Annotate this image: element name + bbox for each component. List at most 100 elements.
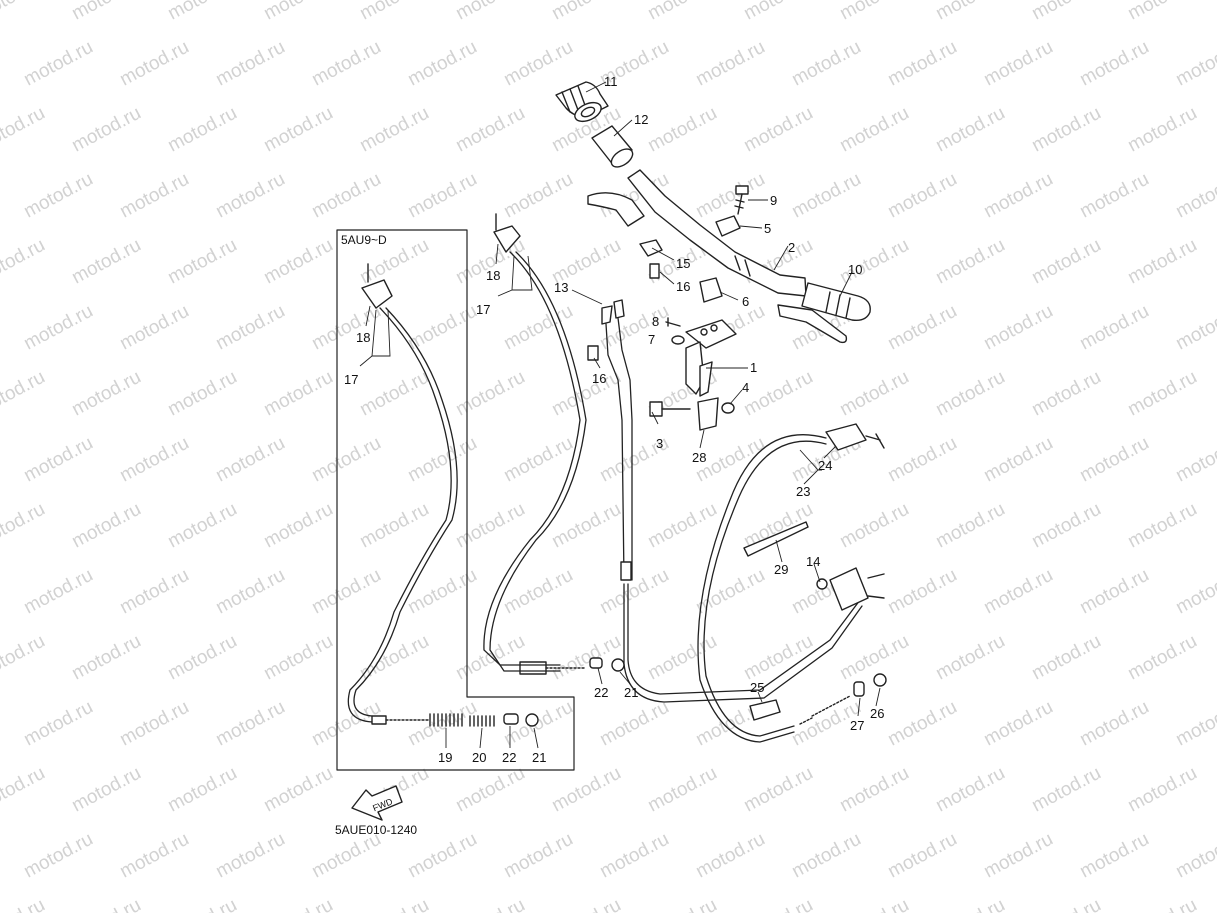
watermark-text: motod.ru [0, 0, 49, 24]
watermark-text: motod.ru [164, 367, 240, 421]
watermark-text: motod.ru [116, 565, 192, 619]
callout-23: 23 [796, 484, 810, 499]
watermark-text: motod.ru [836, 895, 912, 913]
watermark-text: motod.ru [980, 301, 1056, 355]
watermark-text: motod.ru [548, 763, 624, 817]
watermark-text: motod.ru [116, 169, 192, 223]
nut-21 [611, 658, 625, 672]
watermark-text: motod.ru [20, 697, 96, 751]
watermark-text: motod.ru [260, 367, 336, 421]
watermark-text: motod.ru [356, 367, 432, 421]
watermark-text: motod.ru [260, 631, 336, 685]
throttle-cables-13 [601, 299, 863, 703]
watermark-text: motod.ru [452, 103, 528, 157]
watermark-text: motod.ru [500, 301, 576, 355]
callout-17-main: 17 [476, 302, 490, 317]
watermark-text: motod.ru [788, 37, 864, 91]
watermark-text: motod.ru [1124, 631, 1200, 685]
watermark-text: motod.ru [932, 499, 1008, 553]
callout-8: 8 [652, 314, 659, 329]
watermark-text: motod.ru [932, 0, 1008, 24]
callout-14: 14 [806, 554, 820, 569]
bracket-1 [685, 319, 737, 397]
watermark-text: motod.ru [1076, 433, 1152, 487]
watermark-text: motod.ru [0, 433, 1, 487]
callout-20: 20 [472, 750, 486, 765]
watermark-text: motod.ru [1028, 367, 1104, 421]
watermark-text: motod.ru [1076, 301, 1152, 355]
watermark-text: motod.ru [356, 0, 432, 24]
watermark-text: motod.ru [980, 169, 1056, 223]
watermark-text: motod.ru [260, 895, 336, 913]
watermark-text: motod.ru [0, 499, 49, 553]
watermark-text: motod.ru [932, 103, 1008, 157]
watermark-text: motod.ru [0, 169, 1, 223]
clip-25 [749, 699, 781, 721]
pin-22-variant [503, 713, 519, 725]
pin-27 [853, 681, 865, 697]
spring-20 [469, 715, 495, 727]
watermark-text: motod.ru [1172, 829, 1217, 883]
callout-2: 2 [788, 240, 795, 255]
watermark-text: motod.ru [1124, 763, 1200, 817]
clamp-15 [639, 239, 663, 257]
watermark-text: motod.ru [0, 367, 49, 421]
watermark-text: motod.ru [1028, 103, 1104, 157]
watermark-text: motod.ru [164, 763, 240, 817]
bolt-16-upper [649, 263, 660, 279]
watermark-text: motod.ru [20, 301, 96, 355]
watermark-text: motod.ru [68, 103, 144, 157]
watermark-text: motod.ru [68, 499, 144, 553]
watermark-text: motod.ru [1172, 433, 1217, 487]
watermark-text: motod.ru [740, 103, 816, 157]
watermark-text: motod.ru [1028, 0, 1104, 24]
watermark-text: motod.ru [596, 565, 672, 619]
watermark-text: motod.ru [644, 103, 720, 157]
watermark-text: motod.ru [116, 301, 192, 355]
watermark-text: motod.ru [596, 697, 672, 751]
handlebar-assembly [555, 81, 871, 431]
watermark-text: motod.ru [212, 301, 288, 355]
watermark-text: motod.ru [0, 697, 1, 751]
callout-18-variant: 18 [356, 330, 370, 345]
watermark-text: motod.ru [884, 697, 960, 751]
watermark-text: motod.ru [1076, 37, 1152, 91]
watermark-text: motod.ru [164, 895, 240, 913]
watermark-text: motod.ru [884, 301, 960, 355]
throttle-grip-11 [555, 81, 609, 123]
callout-9: 9 [770, 193, 777, 208]
watermark-text: motod.ru [1124, 0, 1200, 24]
brake-lever-left [587, 192, 645, 227]
callout-4: 4 [742, 380, 749, 395]
watermark-text: motod.ru [260, 499, 336, 553]
callout-29: 29 [774, 562, 788, 577]
watermark-text: motod.ru [212, 565, 288, 619]
watermark-text: motod.ru [932, 631, 1008, 685]
watermark-text: motod.ru [164, 499, 240, 553]
cable-tie-29 [743, 521, 809, 557]
watermark-text: motod.ru [260, 235, 336, 289]
watermark-text: motod.ru [500, 37, 576, 91]
callout-22-variant: 22 [502, 750, 516, 765]
watermark-text: motod.ru [356, 103, 432, 157]
callouts: 11 12 9 5 2 10 15 16 6 13 8 7 16 1 4 3 2… [344, 74, 884, 765]
watermark-text: motod.ru [308, 169, 384, 223]
callout-5: 5 [764, 221, 771, 236]
watermark-text: motod.ru [1172, 37, 1217, 91]
watermark-text: motod.ru [644, 763, 720, 817]
watermark-text: motod.ru [260, 763, 336, 817]
watermark-text: motod.ru [20, 565, 96, 619]
watermark-text: motod.ru [932, 235, 1008, 289]
watermark-text: motod.ru [788, 829, 864, 883]
watermark-text: motod.ru [68, 235, 144, 289]
bolt-3 [649, 401, 691, 417]
watermark-text: motod.ru [836, 367, 912, 421]
bolt-16-lower [587, 345, 599, 361]
watermark-text: motod.ru [740, 895, 816, 913]
watermark-text: motod.ru [740, 763, 816, 817]
variant-box-label: 5AU9~D [341, 233, 387, 247]
callout-13: 13 [554, 280, 568, 295]
watermark-text: motod.ru [452, 763, 528, 817]
callout-27: 27 [850, 718, 864, 733]
watermark-text: motod.ru [692, 37, 768, 91]
